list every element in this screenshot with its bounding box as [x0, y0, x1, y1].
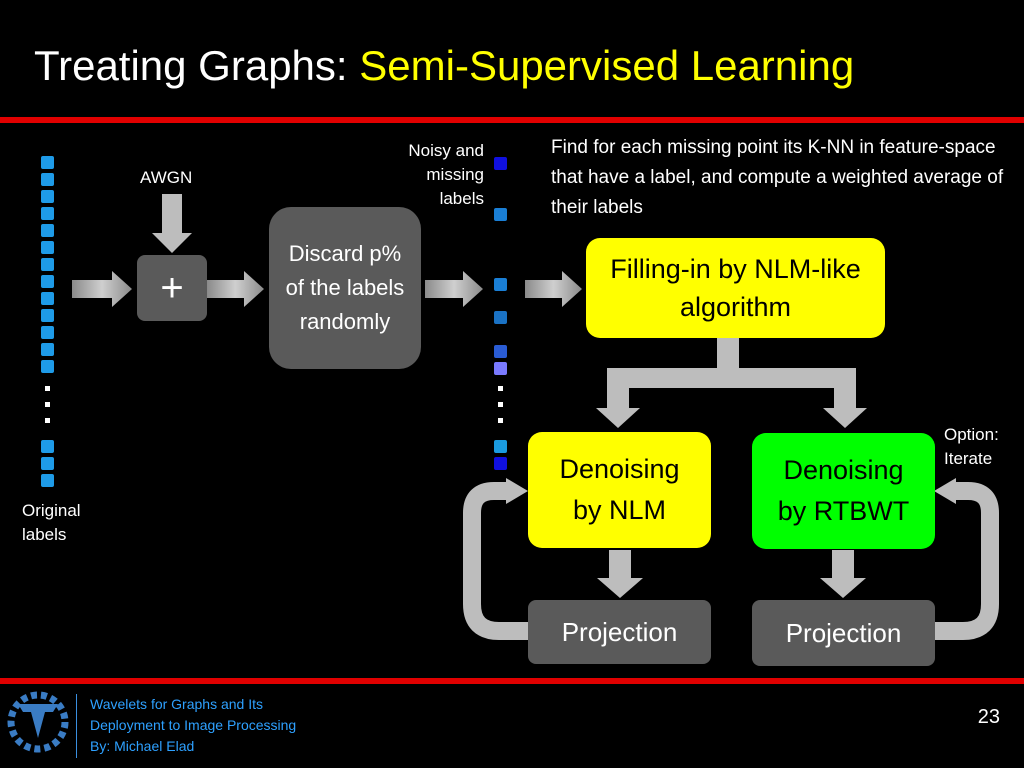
projection-left-label: Projection — [561, 616, 678, 647]
footer-line: Deployment to Image Processing — [90, 717, 297, 733]
arrow-icon — [525, 271, 582, 307]
loop-arrowhead-icon — [506, 478, 528, 504]
denoising-rtbwt-box: Denoising by RTBWT — [752, 433, 935, 549]
bottom-divider — [0, 678, 1024, 684]
footer-separator — [76, 694, 77, 758]
arrow-icon — [72, 271, 132, 307]
filling-in-box: Filling-in by NLM-like algorithm — [586, 238, 885, 338]
original-labels-caption: Original labels — [22, 501, 81, 544]
arrow-icon — [207, 271, 264, 307]
arrow-icon — [425, 271, 483, 307]
filling-in-label: Filling-in by NLM-like algorithm — [610, 254, 861, 322]
loop-arrow-icon — [933, 482, 999, 640]
projection-right-box: Projection — [752, 600, 935, 666]
discard-label: Discard p% of the labels randomly — [285, 241, 405, 334]
arrow-down-icon — [597, 550, 643, 598]
option-iterate-label: Option: Iterate — [944, 425, 999, 468]
title-highlight: Semi-Supervised Learning — [359, 42, 855, 89]
plus-node: + — [137, 255, 207, 321]
split-arrow-icon — [596, 338, 867, 428]
top-divider — [0, 117, 1024, 123]
page-title: Treating Graphs: Semi-Supervised Learnin… — [34, 40, 854, 92]
technion-logo-icon — [7, 691, 69, 753]
title-prefix: Treating Graphs: — [34, 42, 360, 89]
noisy-labels-column — [494, 157, 507, 470]
noisy-ellipsis-icon — [498, 386, 503, 423]
denoising-rtbwt-label: Denoising by RTBWT — [777, 455, 910, 526]
discard-box: Discard p% of the labels randomly — [269, 207, 421, 369]
footer-caption: Wavelets for Graphs and Its Deployment t… — [90, 694, 296, 757]
loop-arrow-icon — [463, 482, 529, 640]
original-labels-column — [41, 156, 54, 487]
footer-line: By: Michael Elad — [90, 738, 195, 754]
denoising-nlm-box: Denoising by NLM — [528, 432, 711, 548]
loop-arrowhead-icon — [934, 478, 956, 504]
plus-icon: + — [160, 265, 184, 310]
denoising-nlm-label: Denoising by NLM — [559, 454, 680, 525]
original-ellipsis-icon — [45, 386, 50, 423]
page-number: 23 — [977, 706, 1000, 728]
arrow-down-icon — [152, 194, 192, 253]
knn-description: Find for each missing point its K-NN in … — [551, 137, 1004, 218]
projection-right-label: Projection — [785, 617, 902, 648]
awgn-label: AWGN — [140, 168, 193, 187]
projection-left-box: Projection — [528, 600, 711, 664]
noisy-labels-caption: Noisy and missing labels — [408, 141, 484, 208]
footer-line: Wavelets for Graphs and Its — [90, 696, 263, 712]
arrow-down-icon — [820, 550, 866, 598]
